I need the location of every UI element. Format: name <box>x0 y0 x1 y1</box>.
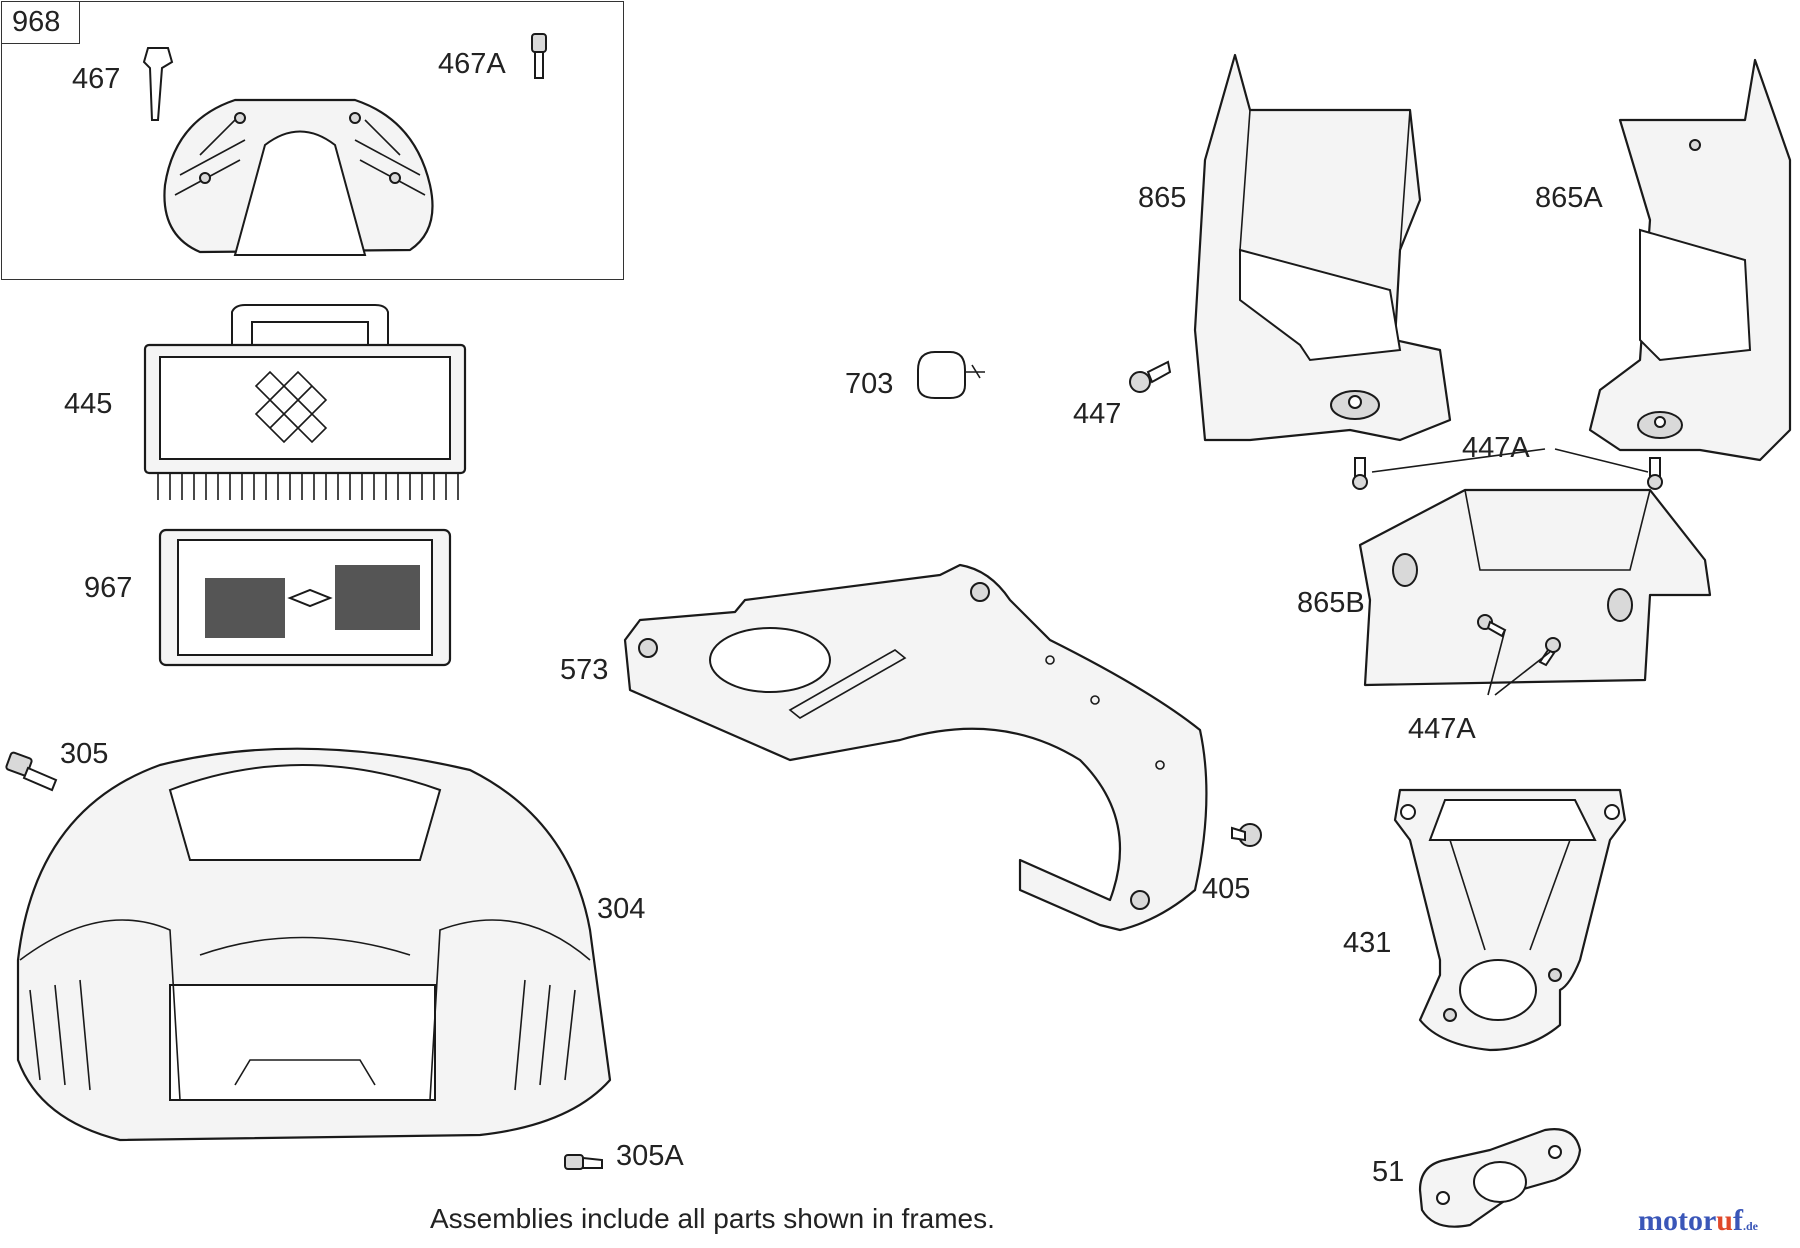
intake-elbow-431 <box>1393 788 1627 1052</box>
label-573: 573 <box>560 654 609 686</box>
watermark-accent: u <box>1716 1204 1733 1237</box>
screw-305A <box>564 1154 603 1170</box>
assembly-frame <box>1 1 624 280</box>
gasket-51 <box>1418 1128 1582 1228</box>
label-304: 304 <box>597 893 646 925</box>
cylinder-shield-865B <box>1358 488 1712 687</box>
pre-cleaner-967 <box>158 528 452 667</box>
label-447: 447 <box>1073 398 1122 430</box>
screw-405 <box>1231 823 1262 847</box>
screw-447A-lower-a <box>1477 614 1507 638</box>
watermark-logo: motoruf.de <box>1638 1204 1758 1238</box>
watermark-tld: .de <box>1742 1219 1758 1233</box>
air-cleaner-cover-968 <box>163 98 434 256</box>
label-967: 967 <box>84 572 133 604</box>
blower-housing-304 <box>16 747 612 1142</box>
label-51: 51 <box>1372 1156 1405 1188</box>
label-703: 703 <box>845 368 894 400</box>
label-431: 431 <box>1343 927 1392 959</box>
leader-lines <box>1371 448 1649 696</box>
watermark-tail: f <box>1732 1204 1743 1237</box>
screw-447A-left <box>1352 457 1368 490</box>
label-405: 405 <box>1202 873 1251 905</box>
screw-447A-right <box>1647 457 1663 490</box>
cylinder-shield-865 <box>1193 53 1452 442</box>
label-305A: 305A <box>616 1140 684 1172</box>
label-447A-bottom: 447A <box>1408 713 1476 745</box>
label-865B: 865B <box>1297 587 1365 619</box>
baffle-573 <box>623 563 1208 932</box>
label-865A: 865A <box>1535 182 1603 214</box>
label-305: 305 <box>60 738 109 770</box>
label-865: 865 <box>1138 182 1187 214</box>
label-467: 467 <box>72 63 121 95</box>
air-filter-445 <box>143 304 467 500</box>
frame-tag-968: 968 <box>1 1 80 44</box>
knob-467 <box>142 47 174 121</box>
cylinder-shield-865A <box>1588 58 1792 462</box>
knob-467A <box>531 33 547 79</box>
watermark-main: motor <box>1638 1204 1717 1237</box>
screw-305 <box>5 751 58 792</box>
label-467A: 467A <box>438 48 506 80</box>
footer-note: Assemblies include all parts shown in fr… <box>430 1203 995 1234</box>
label-445: 445 <box>64 388 113 420</box>
clip-703 <box>917 351 985 399</box>
label-447A-top: 447A <box>1462 432 1530 464</box>
screw-447 <box>1129 360 1172 393</box>
